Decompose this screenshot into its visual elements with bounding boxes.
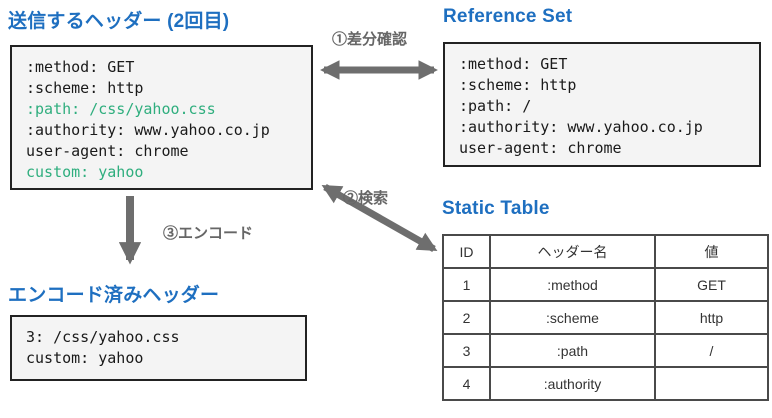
header-line: user-agent: chrome [26, 142, 189, 160]
cell-id: 2 [442, 300, 491, 335]
table-row: 1 :method GET [442, 267, 769, 302]
table-row: 3 :path / [442, 333, 769, 368]
encoded-line: custom: yahoo [26, 349, 144, 367]
reference-set-title: Reference Set [443, 6, 573, 27]
header-line: :method: GET [459, 55, 568, 73]
header-line: :scheme: http [459, 76, 577, 94]
cell-name: :method [489, 267, 656, 302]
cell-id: 3 [442, 333, 491, 368]
encoded-line: 3: /css/yahoo.css [26, 328, 180, 346]
cell-value: http [654, 300, 769, 335]
col-header-value: 値 [654, 234, 769, 269]
header-line: :scheme: http [26, 79, 144, 97]
cell-id: 1 [442, 267, 491, 302]
col-header-id: ID [442, 234, 491, 269]
cell-name: :authority [489, 366, 656, 401]
diff-check-label: ①差分確認 [332, 31, 408, 48]
header-line: user-agent: chrome [459, 139, 622, 157]
cell-value [654, 366, 769, 401]
header-line-changed: :path: /css/yahoo.css [26, 100, 216, 118]
encode-label: ③エンコード [163, 225, 254, 242]
encoded-headers-box: 3: /css/yahoo.css custom: yahoo [10, 315, 307, 381]
cell-name: :path [489, 333, 656, 368]
header-line: :authority: www.yahoo.co.jp [26, 121, 270, 139]
send-headers-box: :method: GET :scheme: http :path: /css/y… [10, 45, 313, 190]
table-header-row: ID ヘッダー名 値 [442, 234, 769, 269]
cell-id: 4 [442, 366, 491, 401]
search-label: ②検索 [343, 190, 389, 207]
header-line: :authority: www.yahoo.co.jp [459, 118, 703, 136]
encoded-headers-title: エンコード済みヘッダー [8, 285, 220, 306]
header-line: :method: GET [26, 58, 135, 76]
cell-name: :scheme [489, 300, 656, 335]
static-table-title: Static Table [442, 198, 550, 219]
table-row: 2 :scheme http [442, 300, 769, 335]
header-line-changed: custom: yahoo [26, 163, 144, 181]
table-row: 4 :authority [442, 366, 769, 401]
reference-set-box: :method: GET :scheme: http :path: / :aut… [443, 42, 761, 167]
static-table: ID ヘッダー名 値 1 :method GET 2 :scheme http … [442, 234, 769, 401]
col-header-name: ヘッダー名 [489, 234, 656, 269]
send-headers-title: 送信するヘッダー (2回目) [8, 11, 230, 32]
cell-value: GET [654, 267, 769, 302]
header-line: :path: / [459, 97, 532, 115]
cell-value: / [654, 333, 769, 368]
